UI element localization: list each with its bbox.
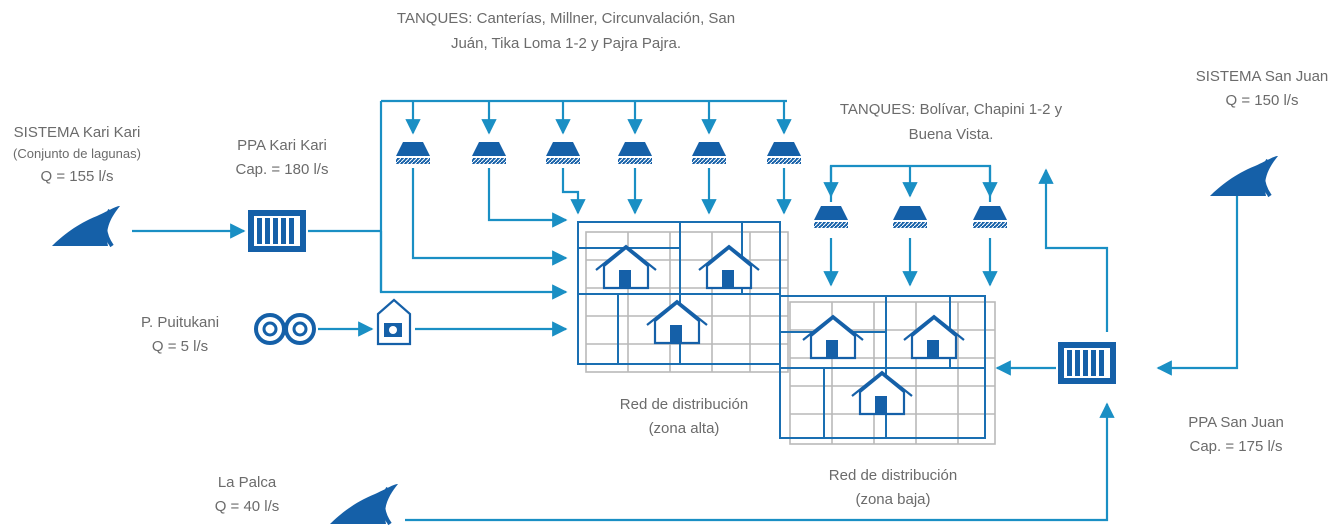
puitukani-label: P. Puitukani — [141, 314, 219, 331]
ppa-san-juan-capacity: Cap. = 175 l/s — [1190, 438, 1283, 455]
water-tank-icon — [472, 142, 506, 164]
kari-system-label: SISTEMA Kari Kari — [14, 124, 141, 141]
water-tank-icon — [767, 142, 801, 164]
ppa-kari-label: PPA Kari Kari — [237, 137, 327, 154]
ppa-san-juan-plant-icon — [1058, 342, 1116, 384]
san-juan-source-icon — [1208, 154, 1280, 198]
house-icon — [594, 244, 658, 290]
palca-flow: Q = 40 l/s — [215, 498, 280, 515]
san-juan-system-label: SISTEMA San Juan — [1196, 68, 1329, 85]
water-tank-icon — [396, 142, 430, 164]
house-icon — [801, 314, 865, 360]
grid-zona-alta — [577, 221, 789, 373]
water-tank-icon — [546, 142, 580, 164]
ppa-kari-capacity: Cap. = 180 l/s — [236, 161, 329, 178]
water-tank-icon — [814, 206, 848, 228]
kari-kari-source-icon — [50, 204, 122, 248]
house-icon — [645, 299, 709, 345]
puitukani-flow: Q = 5 l/s — [152, 338, 208, 355]
water-tank-icon — [973, 206, 1007, 228]
grid-zona-baja — [779, 295, 996, 445]
ppa-san-juan-label: PPA San Juan — [1188, 414, 1284, 431]
water-tank-icon — [692, 142, 726, 164]
tanques-alta-label-2: Juán, Tika Loma 1-2 y Pajra Pajra. — [451, 35, 681, 52]
la-palca-source-icon — [328, 482, 400, 526]
tanques-baja-label-1: TANQUES: Bolívar, Chapini 1-2 y — [840, 101, 1063, 118]
red-baja-label-2: (zona baja) — [855, 491, 930, 508]
red-alta-label-2: (zona alta) — [649, 420, 720, 437]
house-icon — [902, 314, 966, 360]
pump-icon — [376, 298, 412, 346]
palca-label: La Palca — [218, 474, 277, 491]
water-tank-icon — [618, 142, 652, 164]
tanques-alta-label-1: TANQUES: Canterías, Millner, Circunvalac… — [397, 10, 735, 27]
kari-flow-label: Q = 155 l/s — [41, 168, 114, 185]
tanques-baja-label-2: Buena Vista. — [909, 126, 994, 143]
house-icon — [850, 370, 914, 416]
red-baja-label-1: Red de distribución — [829, 467, 957, 484]
kari-lagunas-label: (Conjunto de lagunas) — [13, 146, 141, 161]
water-tank-icon — [893, 206, 927, 228]
ppa-kari-kari-plant-icon — [248, 210, 306, 252]
well-icon — [254, 313, 316, 345]
red-alta-label-1: Red de distribución — [620, 396, 748, 413]
san-juan-flow: Q = 150 l/s — [1226, 92, 1299, 109]
